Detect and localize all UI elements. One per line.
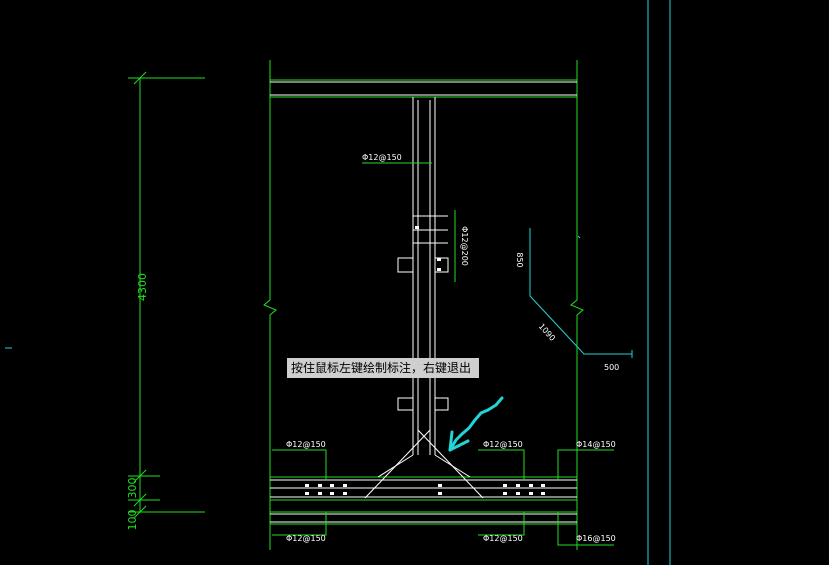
command-tooltip: 按住鼠标左键绘制标注，右键退出	[287, 358, 479, 378]
dim-100: 100	[126, 510, 139, 531]
detail-dim-850: 850	[515, 252, 524, 267]
label-left-bottom: Φ12@150	[286, 534, 326, 543]
bent-bar-detail	[529, 228, 633, 358]
cursor-annotation-stroke[interactable]	[448, 396, 504, 452]
label-right-mid-bottom: Φ12@150	[483, 534, 523, 543]
frame-lines	[647, 0, 671, 565]
wall-section-geometry	[270, 81, 577, 523]
vertical-dimension	[128, 71, 205, 519]
detail-dim-500: 500	[604, 363, 619, 372]
rebar-dots	[305, 226, 545, 495]
label-vertical-mid: Φ12@200	[460, 226, 469, 266]
detail-dim-1090: 1090	[537, 322, 557, 343]
label-right-top: Φ14@150	[576, 440, 616, 449]
label-right-bottom: Φ16@150	[576, 534, 616, 543]
wall-boundary	[263, 60, 584, 550]
dim-4300: 4300	[136, 273, 149, 301]
label-right-mid-top: Φ12@150	[483, 440, 523, 449]
label-leaders	[272, 162, 614, 546]
label-left-top: Φ12@150	[286, 440, 326, 449]
label-top-center: Φ12@150	[362, 153, 402, 162]
dim-300: 300	[126, 478, 139, 499]
